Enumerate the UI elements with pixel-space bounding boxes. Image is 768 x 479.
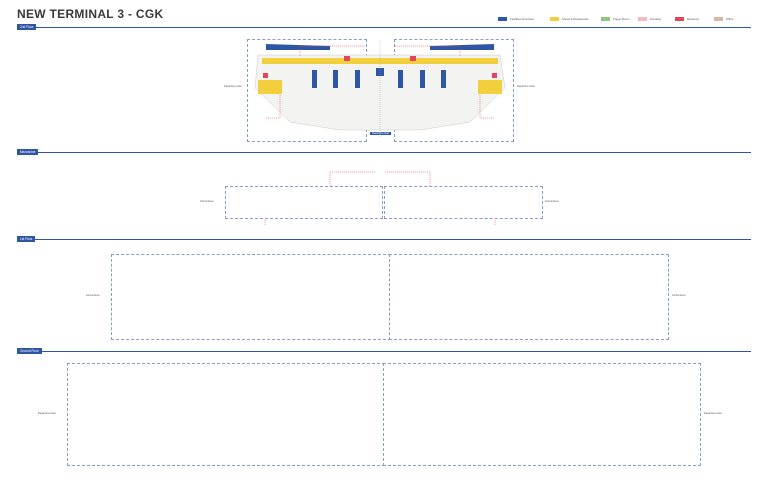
map-legend: Facilities Amenities Shops & Restaurants…: [498, 16, 752, 22]
floor-2nd-hall-note: Departure Hall: [370, 132, 391, 135]
legend-label-facilities: Facilities Amenities: [510, 17, 534, 21]
floor-divider-mezzanine: [17, 152, 751, 153]
legend-item-facilities: Facilities Amenities: [498, 16, 534, 22]
floor-2nd-left-note: Departure Area: [224, 85, 242, 88]
floor-ground-left-note: Departure Area: [38, 412, 56, 415]
map-panel-ground-left: [67, 363, 385, 466]
floor-1st-right-note: Arrival Area: [672, 294, 686, 297]
floor-tag-1st[interactable]: 1st Floor: [17, 236, 36, 242]
legend-item-smoking: Smoking: [638, 16, 661, 22]
legend-swatch-facilities: [498, 17, 507, 21]
legend-label-smoking: Smoking: [650, 17, 661, 21]
callout-line-2nd-2: [395, 45, 461, 56]
facility-2nd-1: [266, 44, 330, 50]
legend-item-restroom: Restroom: [675, 16, 699, 22]
restroom-2nd-3: [263, 73, 268, 78]
legend-label-restroom: Restroom: [687, 17, 700, 21]
map-panel-ground-right: [383, 363, 701, 466]
legend-label-prayer: Prayer Room: [613, 17, 630, 21]
facility-2nd-2: [430, 44, 494, 50]
callout-line-2nd-4: [479, 95, 495, 119]
legend-swatch-office: [714, 17, 723, 21]
legend-swatch-prayer: [601, 17, 610, 21]
floor-divider-ground: [17, 351, 751, 352]
map-panel-mezz-right: [384, 186, 543, 219]
map-panel-1st-left: [111, 254, 391, 340]
checkin-island-1: [312, 70, 317, 88]
legend-label-shops: Shops & Restaurants: [562, 17, 589, 21]
checkin-island-4: [398, 70, 403, 88]
checkin-island-3: [355, 70, 360, 88]
shops-block-2nd-right: [478, 80, 502, 94]
floor-1st-left-note: Arrival Area: [86, 294, 100, 297]
legend-swatch-restroom: [675, 17, 684, 21]
legend-label-office: Office: [726, 17, 734, 21]
callout-line-2nd-1: [299, 45, 365, 56]
restroom-2nd-1: [344, 56, 350, 61]
floor-mezz-right-note: Arrival Area: [545, 200, 559, 203]
restroom-2nd-2: [410, 56, 416, 61]
map-panel-mezz-left: [225, 186, 383, 219]
legend-swatch-smoking: [638, 17, 647, 21]
floor-2nd-right-note: Departure Area: [517, 85, 535, 88]
checkin-island-6: [441, 70, 446, 88]
legend-item-office: Office: [714, 16, 733, 22]
floor-divider-1st: [17, 239, 751, 240]
floor-tag-ground[interactable]: Ground Floor: [17, 348, 42, 354]
checkin-island-5: [420, 70, 425, 88]
map-panel-1st-right: [389, 254, 669, 340]
checkin-island-2: [333, 70, 338, 88]
callout-line-2nd-3: [265, 95, 281, 119]
floor-divider-2nd: [17, 27, 751, 28]
floor-mezz-left-note: Arrival Area: [200, 200, 214, 203]
legend-swatch-shops: [550, 17, 559, 21]
floor-ground-right-note: Departure Area: [704, 412, 722, 415]
floor-tag-2nd[interactable]: 2nd Floor: [17, 24, 37, 30]
restroom-2nd-4: [492, 73, 497, 78]
legend-item-shops: Shops & Restaurants: [550, 16, 588, 22]
floor-tag-mezzanine[interactable]: Mezzanine: [17, 149, 39, 155]
page-title: NEW TERMINAL 3 - CGK: [17, 7, 164, 21]
legend-item-prayer: Prayer Room: [601, 16, 629, 22]
shops-block-2nd-left: [258, 80, 282, 94]
